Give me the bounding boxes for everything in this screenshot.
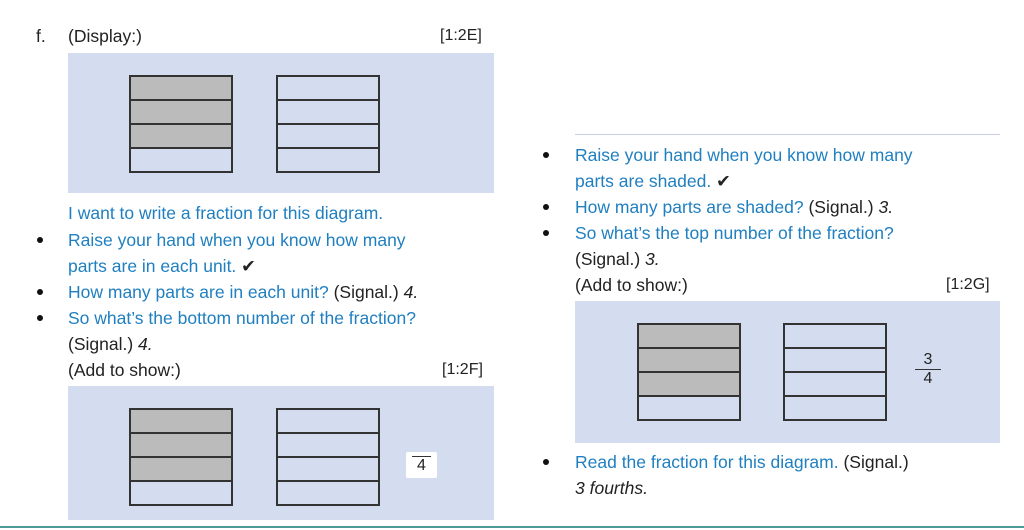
right-b3-question: So what’s the top number of the fraction… [575, 223, 894, 243]
unit-diagram-empty [276, 75, 380, 173]
display-label: (Display:) [68, 26, 142, 46]
shaded-part [639, 371, 739, 395]
signal-text: (Signal.) [808, 197, 874, 217]
unshaded-part [278, 123, 378, 147]
bullet [37, 315, 43, 321]
shaded-part [639, 347, 739, 371]
display-panel-3: 3 4 [575, 301, 1000, 443]
display-panel-1 [68, 53, 494, 193]
fraction-denominator: 4 [412, 456, 431, 475]
check-icon: ✔ [241, 256, 256, 276]
right-b1-line1: Raise your hand when you know how many [575, 145, 913, 165]
check-icon: ✔ [716, 171, 731, 191]
answer-text: 4. [403, 282, 419, 302]
page-bottom-border [0, 526, 1024, 528]
unshaded-part [278, 456, 378, 480]
shaded-part [639, 325, 739, 347]
answer-text: 3. [645, 249, 660, 269]
right-b4-question: Read the fraction for this diagram. [575, 452, 839, 472]
shaded-part [131, 410, 231, 432]
unshaded-part [278, 147, 378, 171]
bullet [543, 204, 549, 210]
unshaded-part [131, 147, 231, 171]
left-b3-question: So what’s the bottom number of the fract… [68, 308, 416, 328]
unshaded-part [785, 395, 885, 419]
bullet [37, 289, 43, 295]
intro-text: I want to write a fraction for this diag… [68, 203, 384, 223]
shaded-part [131, 123, 231, 147]
left-b1-line2: parts are in each unit. [68, 256, 237, 276]
unit-diagram-shaded [129, 408, 233, 506]
unshaded-part [785, 371, 885, 395]
unit-diagram-shaded [637, 323, 741, 421]
unit-diagram-empty [276, 408, 380, 506]
unshaded-part [278, 480, 378, 504]
shaded-part [131, 77, 231, 99]
add-to-show-label: (Add to show:) [68, 360, 181, 380]
fraction-numerator: 3 [915, 351, 941, 370]
unit-diagram-shaded [129, 75, 233, 173]
reference-1-2f: [1:2F] [442, 361, 483, 378]
unit-diagram-empty [783, 323, 887, 421]
answer-text: 4. [138, 334, 153, 354]
item-label: f. [36, 26, 46, 46]
fraction-denominator: 4 [923, 370, 933, 387]
shaded-part [131, 456, 231, 480]
unshaded-part [278, 77, 378, 99]
answer-text: 3. [878, 197, 894, 217]
shaded-part [131, 432, 231, 456]
shaded-part [131, 99, 231, 123]
reference-1-2e: [1:2E] [440, 27, 482, 44]
answer-text: 3 fourths. [575, 478, 648, 498]
signal-text: (Signal.) [68, 334, 134, 354]
signal-text: (Signal.) [843, 452, 909, 472]
unshaded-part [278, 432, 378, 456]
add-to-show-label: (Add to show:) [575, 275, 688, 295]
right-b2-question: How many parts are shaded? [575, 197, 804, 217]
divider [575, 134, 1000, 135]
unshaded-part [278, 99, 378, 123]
bullet [543, 230, 549, 236]
reference-1-2g: [1:2G] [946, 276, 990, 293]
fraction-3-4: 3 4 [915, 351, 941, 388]
display-panel-2: 4 [68, 386, 494, 520]
left-b2-question: How many parts are in each unit? [68, 282, 329, 302]
unshaded-part [785, 325, 885, 347]
unshaded-part [785, 347, 885, 371]
signal-text: (Signal.) [575, 249, 641, 269]
bullet [37, 237, 43, 243]
right-b1-line2: parts are shaded. [575, 171, 712, 191]
fraction-denominator-only: 4 [406, 452, 437, 478]
bullet [543, 152, 549, 158]
unshaded-part [131, 480, 231, 504]
unshaded-part [639, 395, 739, 419]
signal-text: (Signal.) [333, 282, 399, 302]
left-b1-line1: Raise your hand when you know how many [68, 230, 406, 250]
unshaded-part [278, 410, 378, 432]
bullet [543, 459, 549, 465]
